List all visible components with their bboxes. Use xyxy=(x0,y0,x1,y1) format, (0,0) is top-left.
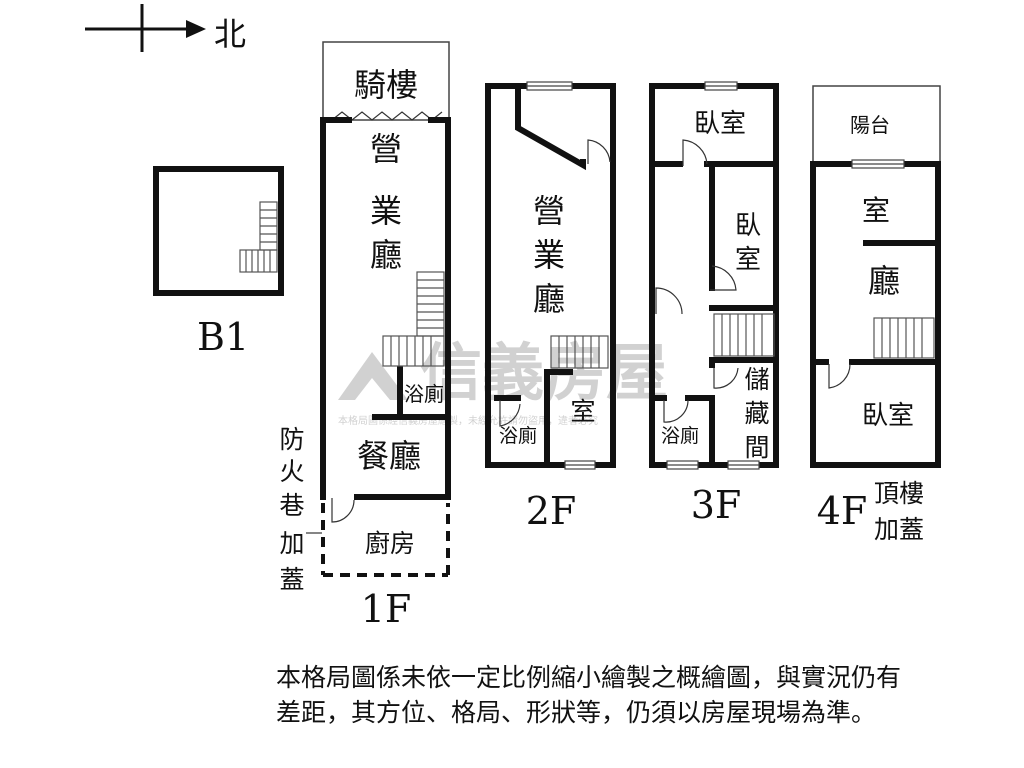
3f-walls xyxy=(649,83,779,468)
2f-hall-char-2: 業 xyxy=(533,236,565,274)
watermark-logo-shape xyxy=(338,352,408,400)
2f-windows xyxy=(526,81,596,470)
2f-door-top xyxy=(587,139,611,164)
4f-side-note-line-2: 加蓋 xyxy=(874,515,924,544)
2f-stairs xyxy=(550,335,609,369)
north-arrow-head xyxy=(186,20,206,38)
1f-hall-char-3: 廳 xyxy=(370,236,402,274)
floor-1f: 騎樓 營 xyxy=(279,41,451,631)
3f-bathroom-label: 浴廁 xyxy=(661,424,699,447)
3f-label: 3F xyxy=(691,483,742,527)
floor-b1: B1 xyxy=(153,166,284,359)
1f-arcade-label: 騎樓 xyxy=(354,66,418,104)
2f-label: 2F xyxy=(526,489,577,533)
1f-kitchen-outline xyxy=(321,503,450,577)
3f-storage-char-2: 藏 xyxy=(744,399,769,428)
1f-side-note-char-4: 加 xyxy=(279,529,304,558)
3f-storage-char-3: 間 xyxy=(744,433,769,462)
4f-room-label: 室 xyxy=(862,194,890,227)
4f-walls xyxy=(810,161,941,468)
3f-bedroom-b-char-2: 室 xyxy=(735,245,761,275)
b1-label: B1 xyxy=(197,315,249,359)
4f-stairs xyxy=(873,317,935,359)
1f-walls xyxy=(320,117,451,500)
4f-side-note-line-1: 頂樓 xyxy=(874,479,924,508)
1f-label: 1F xyxy=(361,587,412,631)
4f-balcony-label: 陽台 xyxy=(850,113,890,137)
3f-bedroom-a-label: 臥室 xyxy=(694,109,746,139)
2f-room-label: 室 xyxy=(570,397,595,426)
watermark-logo-inner xyxy=(355,378,390,400)
1f-side-note-char-3: 巷 xyxy=(279,491,304,520)
floor-4f: 陽台 室 廳 臥室 4F 頂樓 加蓋 xyxy=(810,85,941,544)
disclaimer-text: 本格局圖係未依一定比例縮小繪製之概繪圖，與實況仍有差距，其方位、格局、形狀等，仍… xyxy=(276,663,902,727)
3f-windows xyxy=(666,81,760,470)
4f-label: 4F xyxy=(817,489,868,533)
4f-hall-label: 廳 xyxy=(868,262,900,300)
watermark: 信義房屋 本格局圖係經信義房屋繪製，未經允許請勿盜用，違者必究 xyxy=(338,336,668,427)
1f-stairs xyxy=(382,271,445,367)
3f-storage-char-1: 儲 xyxy=(744,365,769,394)
compass-label: 北 xyxy=(214,15,246,53)
1f-hall-char-2: 業 xyxy=(370,192,402,230)
2f-hall-char-3: 廳 xyxy=(533,280,565,318)
b1-stairs xyxy=(239,201,278,273)
2f-bathroom-label: 浴廁 xyxy=(499,424,537,447)
1f-bathroom-label: 浴廁 xyxy=(404,382,444,406)
2f-walls xyxy=(485,83,616,468)
2f-bathroom-door xyxy=(499,400,521,427)
3f-stairs xyxy=(713,313,775,357)
1f-kitchen-door xyxy=(331,498,355,523)
3f-doors xyxy=(655,139,739,423)
2f-hall-char-1: 營 xyxy=(533,192,565,230)
1f-side-note-char-5: 蓋 xyxy=(279,565,304,594)
north-arrow xyxy=(85,4,206,52)
3f-bedroom-b-char-1: 臥 xyxy=(735,211,761,241)
1f-arcade-outline xyxy=(322,41,450,121)
1f-kitchen-label: 廚房 xyxy=(365,529,415,558)
4f-bedroom-label: 臥室 xyxy=(862,401,914,431)
floor-3f: 臥室 臥 室 浴廁 儲 藏 間 3F xyxy=(649,81,779,527)
b1-outline xyxy=(153,166,284,296)
4f-window xyxy=(851,159,905,169)
floor-2f: 營 業 廳 浴廁 室 2F xyxy=(485,81,616,533)
1f-dining-label: 餐廳 xyxy=(357,437,421,475)
4f-bedroom-door xyxy=(828,363,851,389)
1f-side-note-char-2: 火 xyxy=(279,457,304,486)
1f-hall-char-1: 營 xyxy=(370,130,402,168)
1f-side-note-char-1: 防 xyxy=(279,425,304,454)
